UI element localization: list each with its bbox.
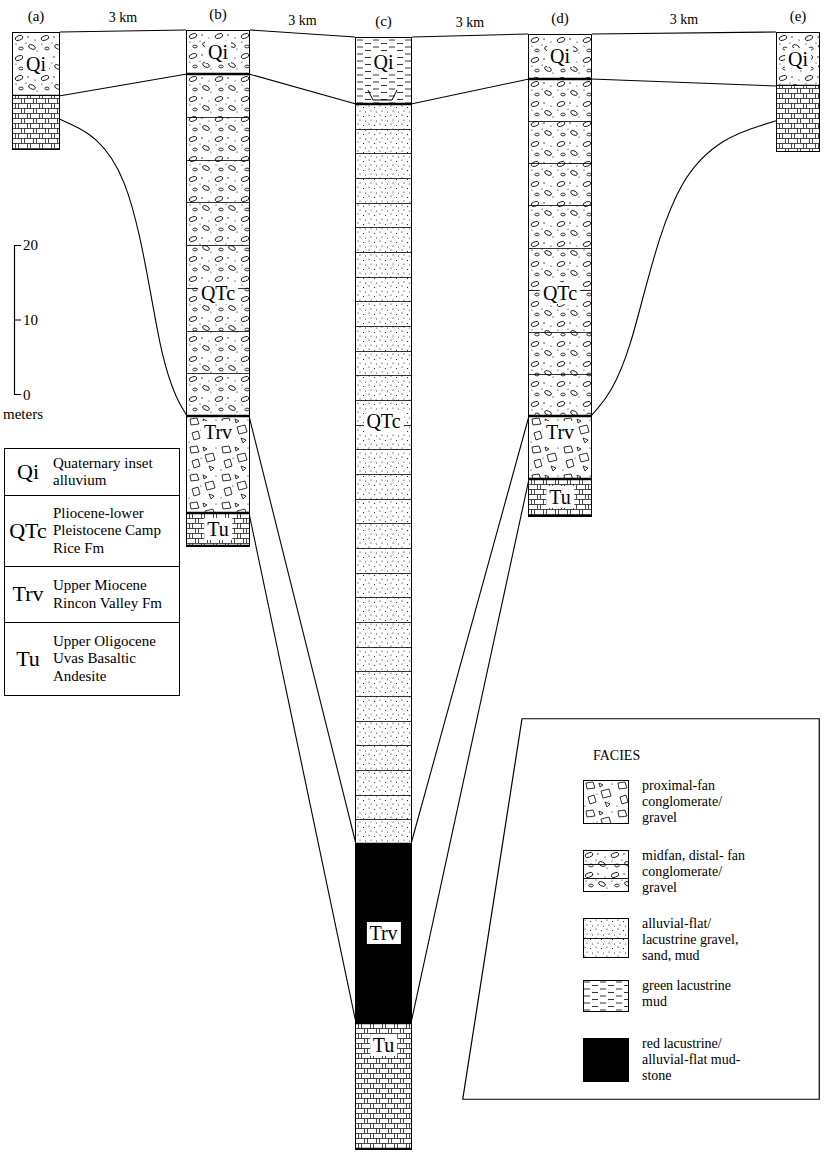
- strat-column: (b)QiQTcTrvTu: [186, 30, 250, 547]
- correlation-line: [411, 79, 529, 104]
- unit-layer: Qi: [13, 33, 59, 96]
- unit-layer: Tu: [356, 1023, 411, 1149]
- column-letter: (d): [551, 10, 569, 27]
- legend-swatch: [583, 918, 629, 958]
- legend-swatch: [583, 1038, 629, 1082]
- correlation-line: [412, 34, 528, 37]
- legend-entry: proximal-fan conglomerate/ gravel: [583, 780, 629, 824]
- unit-description: Upper Miocene Rincon Valley Fm: [51, 574, 179, 615]
- unit-layer: QTc: [529, 79, 591, 416]
- legend-title: FACIES: [593, 748, 640, 763]
- layer-pattern: [529, 79, 591, 416]
- legend-entry: red lacustrine/ alluvial-flat mud- stone: [583, 1038, 629, 1082]
- legend-frame: [462, 718, 820, 1100]
- legend-text: midfan, distal- fan conglomerate/ gravel: [642, 848, 752, 896]
- unit-symbol: Trv: [5, 582, 51, 606]
- correlation-line: [249, 74, 356, 104]
- scale-label: 10: [23, 312, 38, 329]
- correlation-line: [591, 79, 777, 86]
- strat-column: (c)QiQTcTrvTu: [355, 37, 412, 1150]
- column-letter: (c): [375, 13, 392, 30]
- unit-layer: Trv: [356, 844, 411, 1023]
- correlation-line: [592, 32, 776, 34]
- correlation-line: [249, 416, 356, 844]
- legend-text: proximal-fan conglomerate/ gravel: [642, 778, 752, 826]
- distance-label: 3 km: [454, 15, 486, 30]
- unit-symbol: Tu: [5, 647, 51, 671]
- legend-swatch: [583, 980, 629, 1012]
- unit-label: Qi: [547, 45, 573, 67]
- unit-label: Qi: [205, 41, 231, 63]
- unit-label: Trv: [366, 922, 400, 944]
- unit-layer: QTc: [356, 104, 411, 844]
- legend-text: alluvial-flat/ lacustrine gravel, sand, …: [642, 916, 752, 964]
- legend-entry: alluvial-flat/ lacustrine gravel, sand, …: [583, 918, 629, 958]
- correlation-line: [249, 513, 356, 1023]
- legend-swatch: [583, 780, 629, 824]
- distance-label: 3 km: [286, 13, 318, 28]
- distance-label: 3 km: [107, 10, 139, 25]
- correlation-line: [60, 30, 186, 32]
- scale-label: 0: [23, 387, 31, 404]
- distance-label: 3 km: [668, 12, 700, 27]
- unit-label: Qi: [785, 48, 811, 70]
- legend-text: red lacustrine/ alluvial-flat mud- stone: [642, 1036, 752, 1084]
- correlation-line: [250, 30, 355, 37]
- legend-swatch: [583, 850, 629, 892]
- column-letter: (b): [209, 6, 227, 23]
- layer-pattern: [356, 104, 411, 844]
- unit-label: Tu: [546, 486, 574, 508]
- correlation-line: [411, 416, 529, 844]
- correlation-line: [59, 74, 187, 96]
- unit-layer: Qi: [529, 35, 591, 79]
- unit-layer: QTc: [187, 74, 249, 416]
- unit-label: QTc: [198, 282, 238, 304]
- correlation-line: [60, 119, 187, 416]
- unit-label: Trv: [201, 421, 235, 443]
- unit-layer: Tu: [529, 479, 591, 516]
- unit-layer: Tu: [187, 513, 249, 546]
- unit-table: QiQuaternary inset alluviumQTcPliocene-l…: [4, 448, 180, 696]
- scale-label: 20: [23, 237, 38, 254]
- unit-layer: Trv: [529, 416, 591, 479]
- facies-legend: FACIESproximal-fan conglomerate/ gravelm…: [462, 718, 820, 1100]
- correlation-line: [591, 121, 776, 416]
- strat-column: (e)Qi: [776, 32, 820, 152]
- unit-layer: Qi: [356, 38, 411, 104]
- unit-label: Trv: [543, 421, 577, 443]
- unit-label: Qi: [371, 51, 397, 73]
- strat-column: (a)Qi: [12, 32, 60, 150]
- legend-entry: midfan, distal- fan conglomerate/ gravel: [583, 850, 629, 892]
- unit-description: Upper Oligocene Uvas Basaltic Andesite: [51, 630, 179, 688]
- scale-bar: [14, 245, 21, 395]
- legend-entry: green lacustrine mud: [583, 980, 629, 1012]
- scale-label: meters: [3, 406, 43, 423]
- strat-column: (d)QiQTcTrvTu: [528, 34, 592, 517]
- unit-layer: Qi: [777, 33, 819, 86]
- column-letter: (e): [790, 8, 807, 25]
- unit-symbol: QTc: [5, 519, 51, 543]
- unit-label: QTc: [540, 282, 580, 304]
- legend-text: green lacustrine mud: [642, 978, 752, 1010]
- unit-label: Qi: [23, 53, 49, 75]
- unit-label: Tu: [370, 1034, 398, 1056]
- unit-label: Tu: [204, 518, 232, 540]
- unit-layer: Qi: [187, 31, 249, 74]
- unit-layer: Trv: [187, 416, 249, 513]
- unit-symbol: Qi: [5, 460, 51, 484]
- unit-description: Quaternary inset alluvium: [51, 452, 179, 493]
- table-row: QiQuaternary inset alluvium: [5, 449, 179, 495]
- table-row: TrvUpper Miocene Rincon Valley Fm: [5, 566, 179, 622]
- unit-label: QTc: [363, 410, 403, 432]
- layer-pattern: [187, 74, 249, 416]
- table-row: QTcPliocene-lower Pleistocene Camp Rice …: [5, 495, 179, 566]
- column-letter: (a): [28, 8, 45, 25]
- table-row: TuUpper Oligocene Uvas Basaltic Andesite: [5, 622, 179, 695]
- unit-description: Pliocene-lower Pleistocene Camp Rice Fm: [51, 502, 179, 560]
